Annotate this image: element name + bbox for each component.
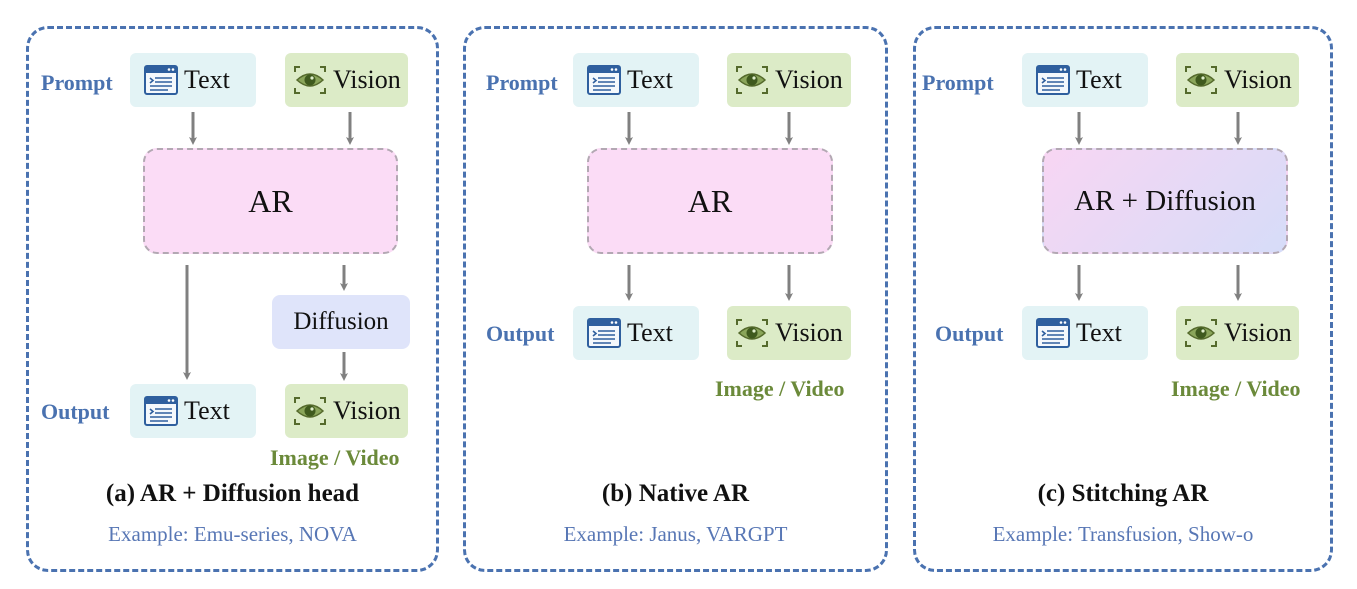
ar-block: AR: [143, 148, 398, 254]
prompt-text-label: Text: [184, 65, 230, 94]
prompt-label: Prompt: [922, 70, 994, 95]
panel-caption: (c) Stitching AR: [1037, 480, 1209, 507]
output-vision-label: Vision: [333, 396, 401, 425]
panel-caption: (b) Native AR: [601, 480, 750, 507]
prompt-vision-label: Vision: [775, 65, 843, 94]
panel-ar-diffusion-head: [26, 26, 439, 572]
example-text: Example: Emu-series, NOVA: [108, 522, 357, 546]
output-vision-box: Vision: [727, 306, 851, 360]
output-vision-label: Vision: [1224, 318, 1292, 347]
modality-label: Image / Video: [270, 445, 400, 470]
output-text-box: Text: [573, 306, 699, 360]
prompt-label: Prompt: [486, 70, 558, 95]
prompt-text-box: Text: [573, 53, 699, 107]
prompt-vision-box: Vision: [727, 53, 851, 107]
example-text: Example: Transfusion, Show-o: [992, 522, 1254, 546]
panel-stitching-ar: [913, 26, 1333, 572]
prompt-vision-box: Vision: [285, 53, 408, 107]
output-label: Output: [41, 399, 110, 424]
panel-caption: (a) AR + Diffusion head: [105, 480, 360, 507]
prompt-text-box: Text: [130, 53, 256, 107]
modality-label: Image / Video: [715, 376, 845, 401]
diffusion-head-block: Diffusion: [272, 295, 410, 349]
prompt-text-label: Text: [1076, 65, 1122, 94]
prompt-text-box: Text: [1022, 53, 1148, 107]
output-vision-box: Vision: [1176, 306, 1299, 360]
modality-label: Image / Video: [1171, 376, 1301, 401]
ar-block: AR: [587, 148, 833, 254]
prompt-label: Prompt: [41, 70, 113, 95]
output-label: Output: [486, 321, 555, 346]
example-text: Example: Janus, VARGPT: [563, 522, 788, 546]
output-text-label: Text: [184, 396, 230, 425]
output-text-box: Text: [1022, 306, 1148, 360]
prompt-text-label: Text: [627, 65, 673, 94]
prompt-vision-label: Vision: [1224, 65, 1292, 94]
output-text-box: Text: [130, 384, 256, 438]
prompt-vision-box: Vision: [1176, 53, 1299, 107]
output-text-label: Text: [1076, 318, 1122, 347]
panel-native-ar: [463, 26, 888, 572]
output-label: Output: [935, 321, 1004, 346]
prompt-vision-label: Vision: [333, 65, 401, 94]
output-vision-label: Vision: [775, 318, 843, 347]
output-text-label: Text: [627, 318, 673, 347]
ar-diffusion-block: AR + Diffusion: [1042, 148, 1288, 254]
output-vision-box: Vision: [285, 384, 408, 438]
